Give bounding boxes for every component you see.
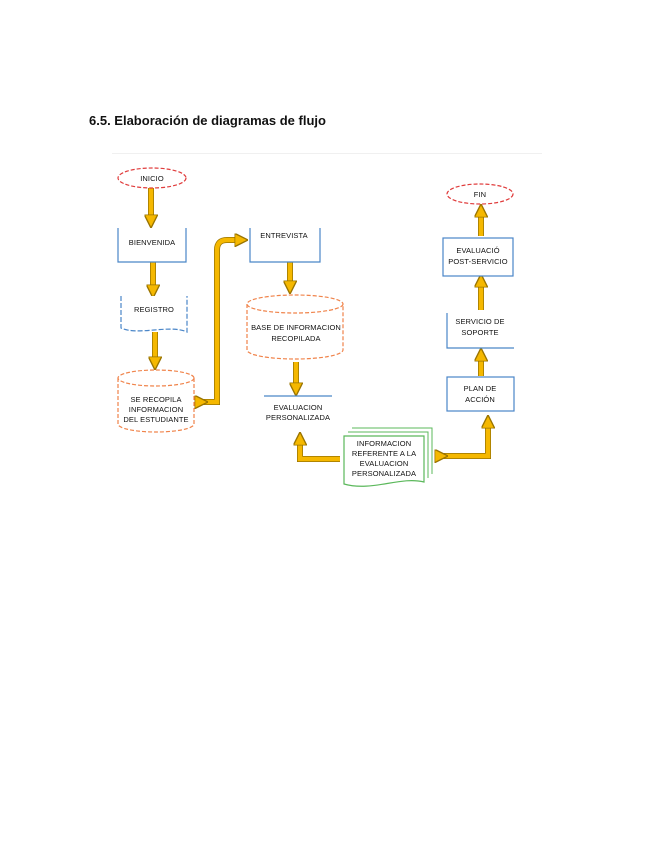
informacion-label-4: PERSONALIZADA (352, 469, 416, 478)
entrevista-label: ENTREVISTA (260, 231, 308, 240)
node-bienvenida: BIENVENIDA (117, 228, 187, 263)
fin-label: FIN (474, 190, 486, 199)
database-shape (246, 304, 344, 360)
process-shape (442, 237, 514, 277)
servicio-label-1: SERVICIO DE (455, 317, 504, 326)
recopila-label-2: INFORMACION (129, 405, 183, 414)
document-stack-back (352, 427, 433, 474)
database-shape (117, 378, 195, 433)
document-shape (120, 296, 188, 333)
informacion-label-3: EVALUACION (360, 459, 409, 468)
node-recopila: SE RECOPILA INFORMACION DEL ESTUDIANTE (117, 369, 195, 433)
figure-frame-top (112, 153, 542, 154)
terminator-shape (446, 183, 514, 205)
recopila-label-3: DEL ESTUDIANTE (123, 415, 188, 424)
arrow-evaluacion-to-informacion (297, 440, 340, 462)
evaluacion-label-2: PERSONALIZADA (266, 413, 330, 422)
node-plan: PLAN DE ACCIÓN (446, 376, 515, 412)
registro-label: REGISTRO (134, 305, 174, 314)
flow-arrows (151, 188, 488, 459)
process-shape (446, 313, 514, 349)
bienvenida-label: BIENVENIDA (129, 238, 175, 247)
evaluacion-label-1: EVALUACION (274, 403, 323, 412)
process-shape (249, 228, 321, 263)
node-base: BASE DE INFORMACION RECOPILADA (246, 294, 344, 360)
node-informacion: INFORMACION REFERENTE A LA EVALUACION PE… (343, 427, 433, 487)
node-inicio: INICIO (117, 167, 187, 189)
base-label-1: BASE DE INFORMACION (251, 323, 341, 332)
post-label-1: EVALUACIÓ (456, 246, 499, 255)
node-post: EVALUACIÓ POST-SERVICIO (442, 237, 514, 277)
node-registro: REGISTRO (120, 296, 188, 333)
node-entrevista: ENTREVISTA (249, 228, 321, 263)
post-label-2: POST-SERVICIO (448, 257, 508, 266)
section-title: 6.5. Elaboración de diagramas de flujo (89, 113, 326, 128)
document-shape (343, 435, 425, 487)
recopila-label-1: SE RECOPILA (130, 395, 181, 404)
process-shape (446, 376, 515, 412)
node-servicio: SERVICIO DE SOPORTE (446, 313, 514, 349)
database-top (117, 369, 195, 387)
plan-label-1: PLAN DE (464, 384, 497, 393)
node-evaluacion: EVALUACION PERSONALIZADA (264, 395, 332, 422)
arrow-recopila-to-entrevista (200, 237, 240, 405)
document-stack-mid (348, 431, 429, 478)
informacion-label-1: INFORMACION (357, 439, 411, 448)
plan-label-2: ACCIÓN (465, 395, 495, 404)
informacion-label-2: REFERENTE A LA (352, 449, 416, 458)
inicio-label: INICIO (140, 174, 164, 183)
arrow-informacion-to-plan (440, 423, 491, 459)
process-shape (117, 228, 187, 263)
database-top (246, 294, 344, 314)
base-label-2: RECOPILADA (271, 334, 320, 343)
terminator-shape (117, 167, 187, 189)
node-fin: FIN (446, 183, 514, 205)
servicio-label-2: SOPORTE (461, 328, 498, 337)
